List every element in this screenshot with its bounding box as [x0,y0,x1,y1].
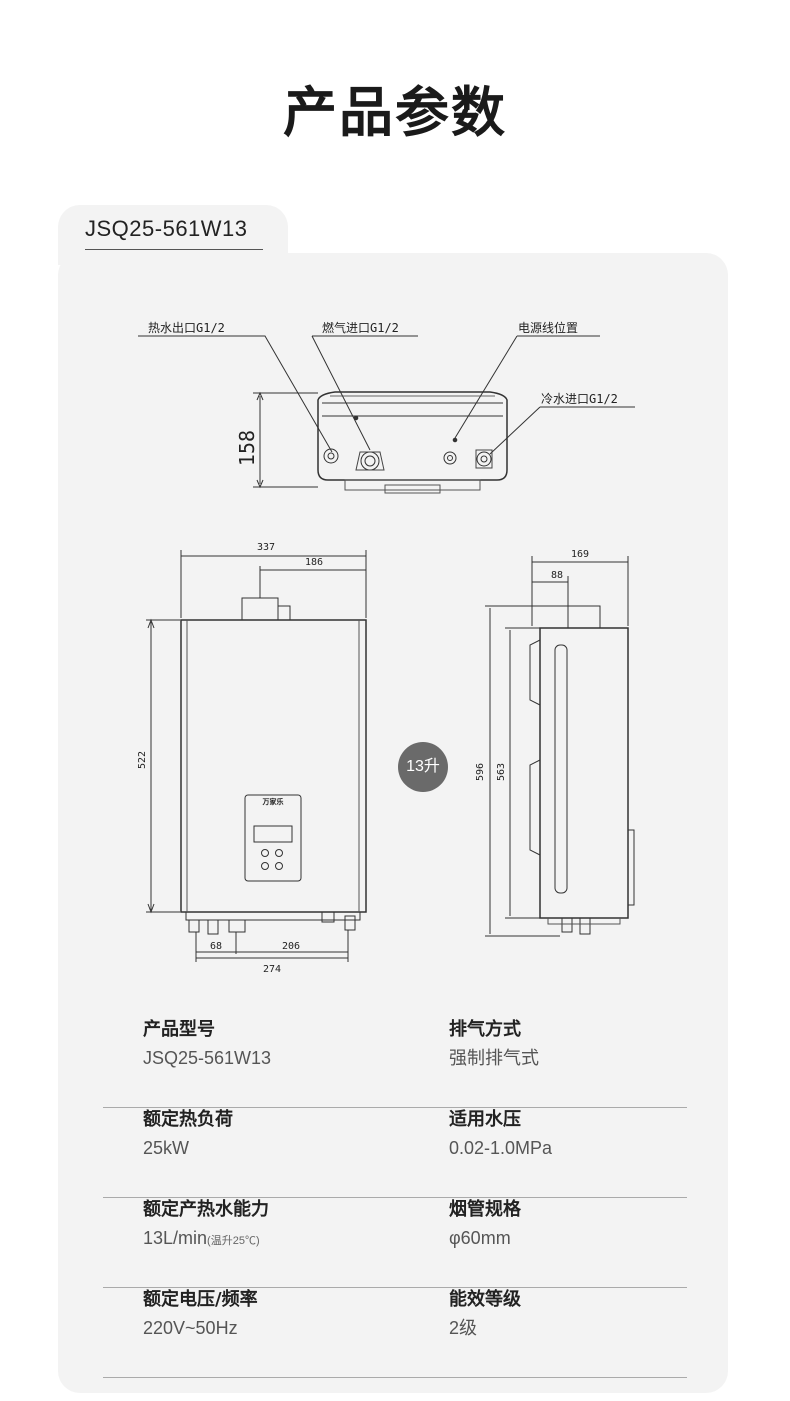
dim-596: 596 [475,763,486,781]
spec-value-text: 13L/min [143,1228,208,1248]
capacity-badge: 13升 [398,742,448,792]
dim-206: 206 [282,941,300,952]
dim-337: 337 [257,542,275,553]
spec-value: 220V~50Hz [143,1315,238,1341]
dim-522: 522 [137,751,148,769]
label-hot-water-outlet: 热水出口G1/2 [148,321,225,335]
spec-label: 排气方式 [449,1019,521,1040]
spec-value: 0.02-1.0MPa [449,1135,552,1161]
dim-68: 68 [210,941,222,952]
dim-169: 169 [571,549,589,560]
spec-label: 额定产热水能力 [143,1199,269,1220]
spec-value-text: JSQ25-561W13 [143,1048,272,1068]
spec-value-text: φ60mm [449,1228,511,1248]
label-power-cord: 电源线位置 [518,320,578,335]
spec-card [58,253,728,1393]
label-gas-inlet: 燃气进口G1/2 [322,320,399,335]
front-logo: 万家乐 [262,797,284,806]
label-cold-water-inlet: 冷水进口G1/2 [541,392,618,406]
spec-value: 强制排气式 [449,1045,539,1071]
spec-value-note: (温升25℃) [207,1235,260,1247]
spec-row: 额定热负荷 25kW 适用水压 0.02-1.0MPa [103,1107,687,1198]
spec-value-text: 0.02-1.0MPa [449,1138,553,1158]
dim-274: 274 [263,964,281,975]
spec-value-text: 25kW [143,1138,190,1158]
side-view: 169 88 596 563 [475,549,635,937]
page-title: 产品参数 [283,81,507,144]
spec-label: 产品型号 [143,1019,215,1040]
dim-563: 563 [496,763,507,781]
spec-value-text: 2级 [449,1318,478,1338]
dim-88: 88 [551,570,563,581]
spec-value: JSQ25-561W13 [143,1045,271,1071]
dim-186: 186 [305,557,323,568]
dim-158: 158 [235,430,259,466]
spec-label: 额定电压/频率 [143,1289,258,1310]
spec-row: 额定产热水能力 13L/min(温升25℃) 烟管规格 φ60mm [103,1197,687,1288]
front-view: 337 186 522 68 206 274 万家乐 [137,542,367,975]
spec-value: 25kW [143,1135,189,1161]
spec-value: 2级 [449,1315,477,1341]
spec-label: 额定热负荷 [143,1109,233,1130]
model-tab [58,205,288,265]
spec-label: 能效等级 [449,1289,521,1310]
spec-value-text: 强制排气式 [449,1048,539,1068]
spec-value-text: 220V~50Hz [143,1318,238,1338]
spec-value: 13L/min(温升25℃) [143,1225,260,1254]
bottom-view: 158 [138,335,635,494]
spec-value: φ60mm [449,1225,511,1251]
spec-row: 额定电压/频率 220V~50Hz 能效等级 2级 [103,1287,687,1378]
spec-row: 产品型号 JSQ25-561W13 排气方式 强制排气式 [103,1017,687,1108]
spec-label: 烟管规格 [449,1199,521,1220]
model-tab-underline [85,249,263,250]
spec-label: 适用水压 [449,1109,521,1130]
model-tab-label: JSQ25-561W13 [85,216,248,241]
